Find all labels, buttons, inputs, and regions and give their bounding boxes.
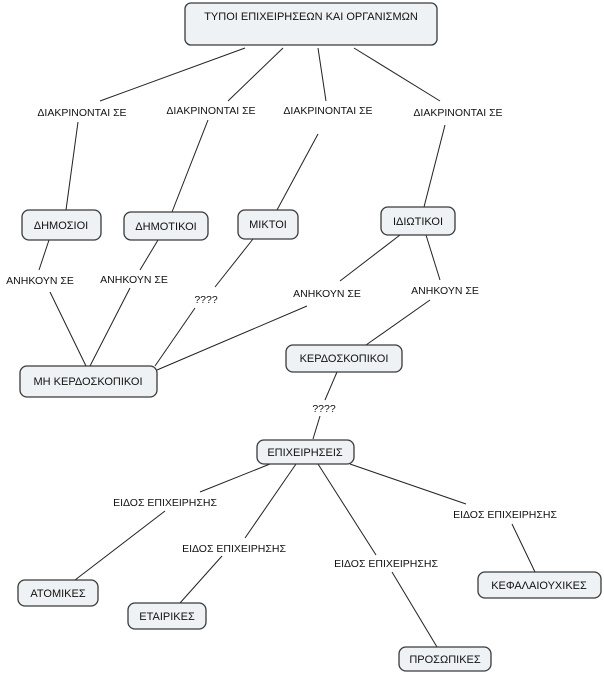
- label-eidos-2: ΕΙΔΟΣ ΕΠΙΧΕΙΡΗΣΗΣ: [182, 543, 286, 555]
- edge-root-label3: [317, 47, 327, 102]
- connectors: [38, 47, 536, 648]
- node-atomikes[interactable]: ΑΤΟΜΙΚΕΣ: [17, 579, 99, 607]
- edge-label4-idiotikoi: [423, 124, 446, 208]
- edge-eidos3-prosopikes: [391, 571, 438, 648]
- edge-epix-eidos2: [244, 463, 297, 539]
- node-kerdoskopikoi[interactable]: ΚΕΡΔΟΣΚΟΠΙΚΟΙ: [285, 344, 403, 373]
- node-etairikes-label: ΕΤΑΙΡΙΚΕΣ: [139, 611, 195, 623]
- node-idiotikoi-label: ΙΔΙΩΤΙΚΟΙ: [393, 216, 443, 228]
- label-diakrinontai-4: ΔΙΑΚΡΙΝΟΝΤΑΙ ΣΕ: [413, 107, 502, 119]
- edge-miktoi-unknown1: [214, 238, 254, 288]
- label-diakrinontai-2: ΔΙΑΚΡΙΝΟΝΤΑΙ ΣΕ: [166, 105, 255, 117]
- label-anikoun-4: ΑΝΗΚΟΥΝ ΣΕ: [411, 285, 479, 297]
- edge-root-label4: [353, 47, 441, 102]
- node-dimosioi-label: ΔΗΜΟΣΙΟΙ: [34, 220, 88, 232]
- label-eidos-1: ΕΙΔΟΣ ΕΠΙΧΕΙΡΗΣΗΣ: [113, 497, 217, 509]
- edge-epix-eidos1: [199, 463, 271, 493]
- label-anikoun-2: ΑΝΗΚΟΥΝ ΣΕ: [100, 274, 168, 286]
- label-diakrinontai-1: ΔΙΑΚΡΙΝΟΝΤΑΙ ΣΕ: [37, 107, 126, 119]
- label-anikoun-1: ΑΝΗΚΟΥΝ ΣΕ: [6, 275, 74, 287]
- edge-eidos4-kefalaiouxikes: [511, 523, 536, 573]
- link-labels: ΔΙΑΚΡΙΝΟΝΤΑΙ ΣΕ ΔΙΑΚΡΙΝΟΝΤΑΙ ΣΕ ΔΙΑΚΡΙΝΟ…: [6, 105, 557, 570]
- edge-epix-eidos3: [317, 463, 377, 556]
- node-dimotikoi-label: ΔΗΜΟΤΙΚΟΙ: [135, 221, 196, 233]
- edge-dimosioi-anikoun1: [38, 239, 50, 271]
- edge-label3-miktoi: [276, 133, 319, 211]
- node-dimotikoi[interactable]: ΔΗΜΟΤΙΚΟΙ: [123, 211, 209, 241]
- edge-unknown1-mikerd: [154, 307, 196, 367]
- node-prosopikes-label: ΠΡΟΣΩΠΙΚΕΣ: [409, 654, 481, 666]
- edge-label2-dimotikoi: [171, 119, 209, 213]
- node-epixeiriseis[interactable]: ΕΠΙΧΕΙΡΗΣΕΙΣ: [256, 439, 355, 465]
- node-atomikes-label: ΑΤΟΜΙΚΕΣ: [30, 588, 85, 600]
- label-eidos-4: ΕΙΔΟΣ ΕΠΙΧΕΙΡΗΣΗΣ: [453, 509, 557, 521]
- edge-idiotikoi-anikoun4: [425, 234, 441, 281]
- node-mi-kerdoskopikoi-label: ΜΗ ΚΕΡΔΟΣΚΟΠΙΚΟΙ: [34, 376, 143, 388]
- edge-root-label1: [99, 47, 246, 102]
- edge-eidos1-atomikes: [74, 510, 166, 581]
- edge-anikoun3-mikerd: [156, 305, 308, 371]
- edge-epix-eidos4: [349, 463, 467, 505]
- node-kerdoskopikoi-label: ΚΕΡΔΟΣΚΟΠΙΚΟΙ: [300, 353, 389, 365]
- node-dimosioi[interactable]: ΔΗΜΟΣΙΟΙ: [21, 209, 102, 241]
- label-unknown-1: ????: [194, 294, 218, 306]
- label-diakrinontai-3: ΔΙΑΚΡΙΝΟΝΤΑΙ ΣΕ: [283, 105, 372, 117]
- node-miktoi[interactable]: ΜΙΚΤΟΙ: [237, 209, 299, 240]
- node-root-label: ΤΥΠΟΙ ΕΠΙΧΕΙΡΗΣΕΩΝ ΚΑΙ ΟΡΓΑΝΙΣΜΩΝ: [204, 11, 418, 23]
- node-miktoi-label: ΜΙΚΤΟΙ: [249, 219, 287, 231]
- edge-anikoun2-mikerd: [89, 287, 131, 367]
- edge-unknown2-epix: [312, 415, 321, 440]
- node-kefalaiouxikes[interactable]: ΚΕΦΑΛΑΙΟΥΧΙΚΕΣ: [477, 571, 602, 599]
- node-root[interactable]: ΤΥΠΟΙ ΕΠΙΧΕΙΡΗΣΕΩΝ ΚΑΙ ΟΡΓΑΝΙΣΜΩΝ: [184, 2, 438, 46]
- edge-anikoun4-kerd: [365, 299, 431, 346]
- label-eidos-3: ΕΙΔΟΣ ΕΠΙΧΕΙΡΗΣΗΣ: [334, 558, 438, 570]
- edge-idiotikoi-anikoun3: [339, 234, 401, 282]
- edge-label1-dimosioi: [65, 121, 79, 211]
- edge-anikoun1-mikerd: [49, 291, 87, 367]
- node-prosopikes[interactable]: ΠΡΟΣΩΠΙΚΕΣ: [398, 646, 492, 672]
- node-epixeiriseis-label: ΕΠΙΧΕΙΡΗΣΕΙΣ: [267, 447, 343, 459]
- node-etairikes[interactable]: ΕΤΑΙΡΙΚΕΣ: [127, 602, 207, 630]
- edge-eidos2-etairikes: [179, 555, 223, 604]
- edge-root-label2: [227, 47, 284, 102]
- node-kefalaiouxikes-label: ΚΕΦΑΛΑΙΟΥΧΙΚΕΣ: [491, 580, 587, 592]
- edge-kerd-unknown2: [324, 371, 338, 401]
- edge-dimotikoi-anikoun2: [139, 239, 159, 271]
- label-anikoun-3: ΑΝΗΚΟΥΝ ΣΕ: [293, 288, 361, 300]
- node-idiotikoi[interactable]: ΙΔΙΩΤΙΚΟΙ: [380, 206, 456, 236]
- label-unknown-2: ????: [312, 403, 336, 415]
- node-mi-kerdoskopikoi[interactable]: ΜΗ ΚΕΡΔΟΣΚΟΠΙΚΟΙ: [19, 365, 158, 398]
